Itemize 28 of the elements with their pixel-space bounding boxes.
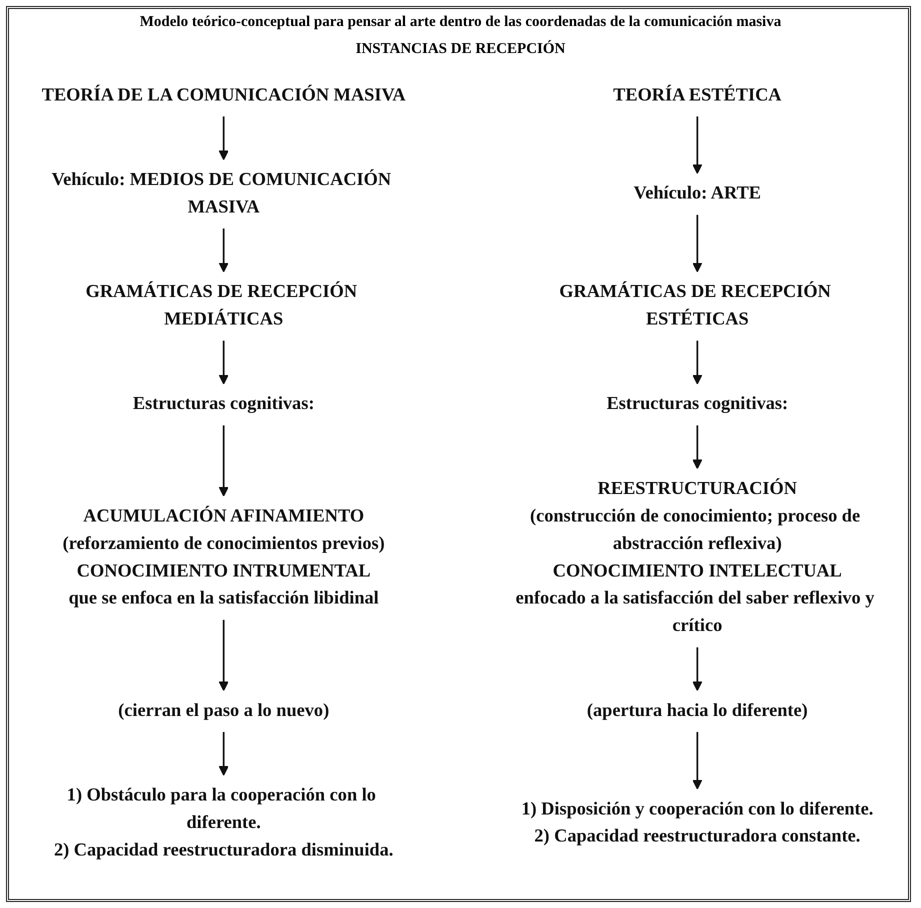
arrow	[692, 214, 702, 272]
node-text: Estructuras cognitivas:	[132, 394, 314, 414]
node-text: TEORÍA DE LA COMUNICACIÓN MASIVA	[42, 85, 406, 105]
node-text: GRAMÁTICAS DE RECEPCIÓN MEDIÁTICAS	[86, 282, 358, 330]
node-text: Estructuras cognitivas:	[606, 394, 788, 414]
diagram-title: Modelo teórico-conceptual para pensar al arte dentro de las coordenadas de la comunicación masiva	[138, 14, 782, 31]
note-text: INSTANCIAS DE RECEPCIÓN	[356, 41, 566, 57]
node-text: ACUMULACIÓN AFINAMIENTO (reforzamiento de conocimientos previos) CONOCIMIENTO INTRUMENTAL que se enfoca en la satisfacción libidinal	[62, 506, 385, 608]
arrow	[692, 647, 702, 692]
node-text: TEORÍA ESTÉTICA	[613, 85, 782, 105]
node-text: Vehículo: ARTE	[634, 184, 762, 204]
node-text: (cierran el paso a lo nuevo)	[118, 700, 330, 720]
node-text: (apertura hacia lo diferente)	[586, 700, 808, 720]
arrow	[692, 116, 702, 174]
arrow	[218, 340, 229, 385]
node-text: REESTRUCTURACIÓN (construcción de conocimiento; proceso de abstracción reflexiva) CONOCIMIENTO INTELECTUAL enfocado a la satisfacción del saber reflexivo y crítico	[516, 479, 874, 636]
node-text: 1) Disposición y cooperación con lo diferente. 2) Capacidad reestructuradora constante.	[521, 799, 874, 846]
node-text: Vehículo: MEDIOS DE COMUNICACIÓN MASIVA	[52, 170, 392, 218]
arrow	[218, 732, 229, 776]
arrow	[692, 425, 702, 470]
arrow	[218, 620, 229, 692]
arrow	[692, 340, 702, 385]
node-text: 1) Obstáculo para la cooperación con lo diferente. 2) Capacidad reestructuradora disminuida.	[54, 786, 394, 860]
arrow	[218, 228, 229, 272]
arrow	[218, 425, 229, 497]
arrow	[218, 116, 229, 160]
node-text: GRAMÁTICAS DE RECEPCIÓN ESTÉTICAS	[559, 282, 831, 330]
arrow	[692, 732, 702, 790]
